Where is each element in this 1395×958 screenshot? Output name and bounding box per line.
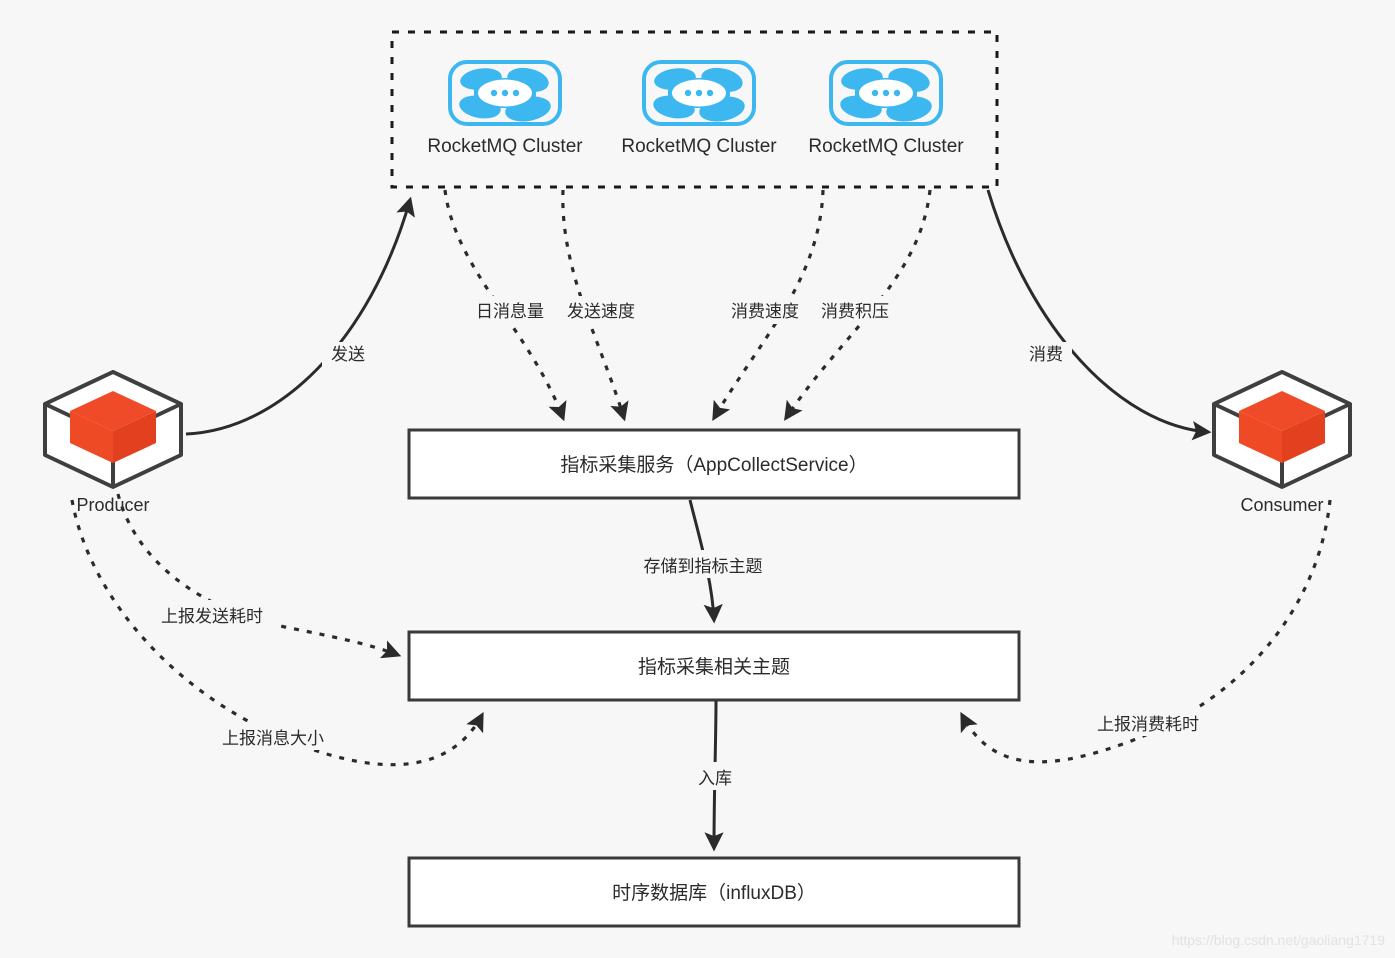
edge-report-send-latency: [116, 493, 402, 659]
tsdb-box[interactable]: 时序数据库（influxDB）: [407, 856, 1021, 928]
edge-label-consume: 消费: [1029, 345, 1063, 364]
edge-label-bg: [562, 296, 640, 324]
rocketmq-icon: [642, 60, 756, 126]
edge-label-daily-volume: 日消息量: [476, 302, 544, 321]
rocketmq-icon: [829, 60, 943, 126]
rocketmq-cluster-group-border: [390, 30, 999, 189]
edge-label-bg: [628, 550, 778, 578]
rocketmq-icon: [448, 60, 562, 126]
collect-service-label: 指标采集服务（AppCollectService）: [560, 454, 867, 476]
collect-service-box[interactable]: 指标采集服务（AppCollectService）: [407, 428, 1021, 500]
watermark: https://blog.csdn.net/gaoliang1719: [1172, 932, 1385, 948]
edge-label-bg: [148, 600, 276, 628]
edge-label-consume-rate: 消费速度: [731, 302, 799, 321]
rocketmq-cluster-1[interactable]: RocketMQ Cluster: [427, 60, 583, 157]
edge-label-bg: [816, 296, 894, 324]
edge-cluster-to-consumer: [986, 189, 1212, 441]
edge-consume-rate: [712, 189, 825, 421]
edge-daily-volume: [443, 189, 567, 422]
producer-label: Producer: [76, 495, 149, 515]
consumer-label: Consumer: [1240, 495, 1323, 515]
edge-label-report-message-size: 上报消息大小: [222, 729, 324, 748]
rocketmq-cluster-2[interactable]: RocketMQ Cluster: [621, 60, 777, 157]
edge-label-send: 发送: [331, 345, 365, 364]
tsdb-label: 时序数据库（influxDB）: [612, 882, 816, 904]
cube-icon: [43, 370, 183, 489]
rocketmq-cluster-2-label: RocketMQ Cluster: [621, 136, 777, 157]
edge-producer-to-cluster: [185, 196, 415, 436]
edge-report-message-size: [70, 499, 484, 767]
edge-label-store-to-topic: 存储到指标主题: [644, 557, 763, 576]
edge-label-report-consume-latency: 上报消费耗时: [1097, 715, 1199, 734]
metrics-topic-label: 指标采集相关主题: [638, 656, 790, 678]
consumer-node[interactable]: Consumer: [1212, 370, 1352, 515]
rocketmq-cluster-1-label: RocketMQ Cluster: [427, 136, 583, 157]
rocketmq-cluster-3[interactable]: RocketMQ Cluster: [808, 60, 964, 157]
rocketmq-cluster-3-label: RocketMQ Cluster: [808, 136, 964, 157]
metrics-topic-box[interactable]: 指标采集相关主题: [407, 630, 1021, 702]
edge-label-bg: [726, 296, 804, 324]
edge-label-report-send-latency: 上报发送耗时: [161, 607, 263, 626]
edge-label-bg: [464, 296, 557, 324]
edge-label-bg: [322, 342, 374, 368]
edge-label-consume-lag: 消费积压: [821, 302, 889, 321]
cube-icon: [1212, 370, 1352, 489]
edge-label-store-db: 入库: [698, 769, 732, 788]
edge-label-bg: [209, 722, 337, 750]
edge-label-bg: [1020, 342, 1072, 368]
edge-label-bg: [689, 762, 741, 790]
edge-label-bg: [1084, 708, 1212, 736]
producer-node[interactable]: Producer: [43, 370, 183, 515]
edge-label-send-rate: 发送速度: [567, 302, 635, 321]
